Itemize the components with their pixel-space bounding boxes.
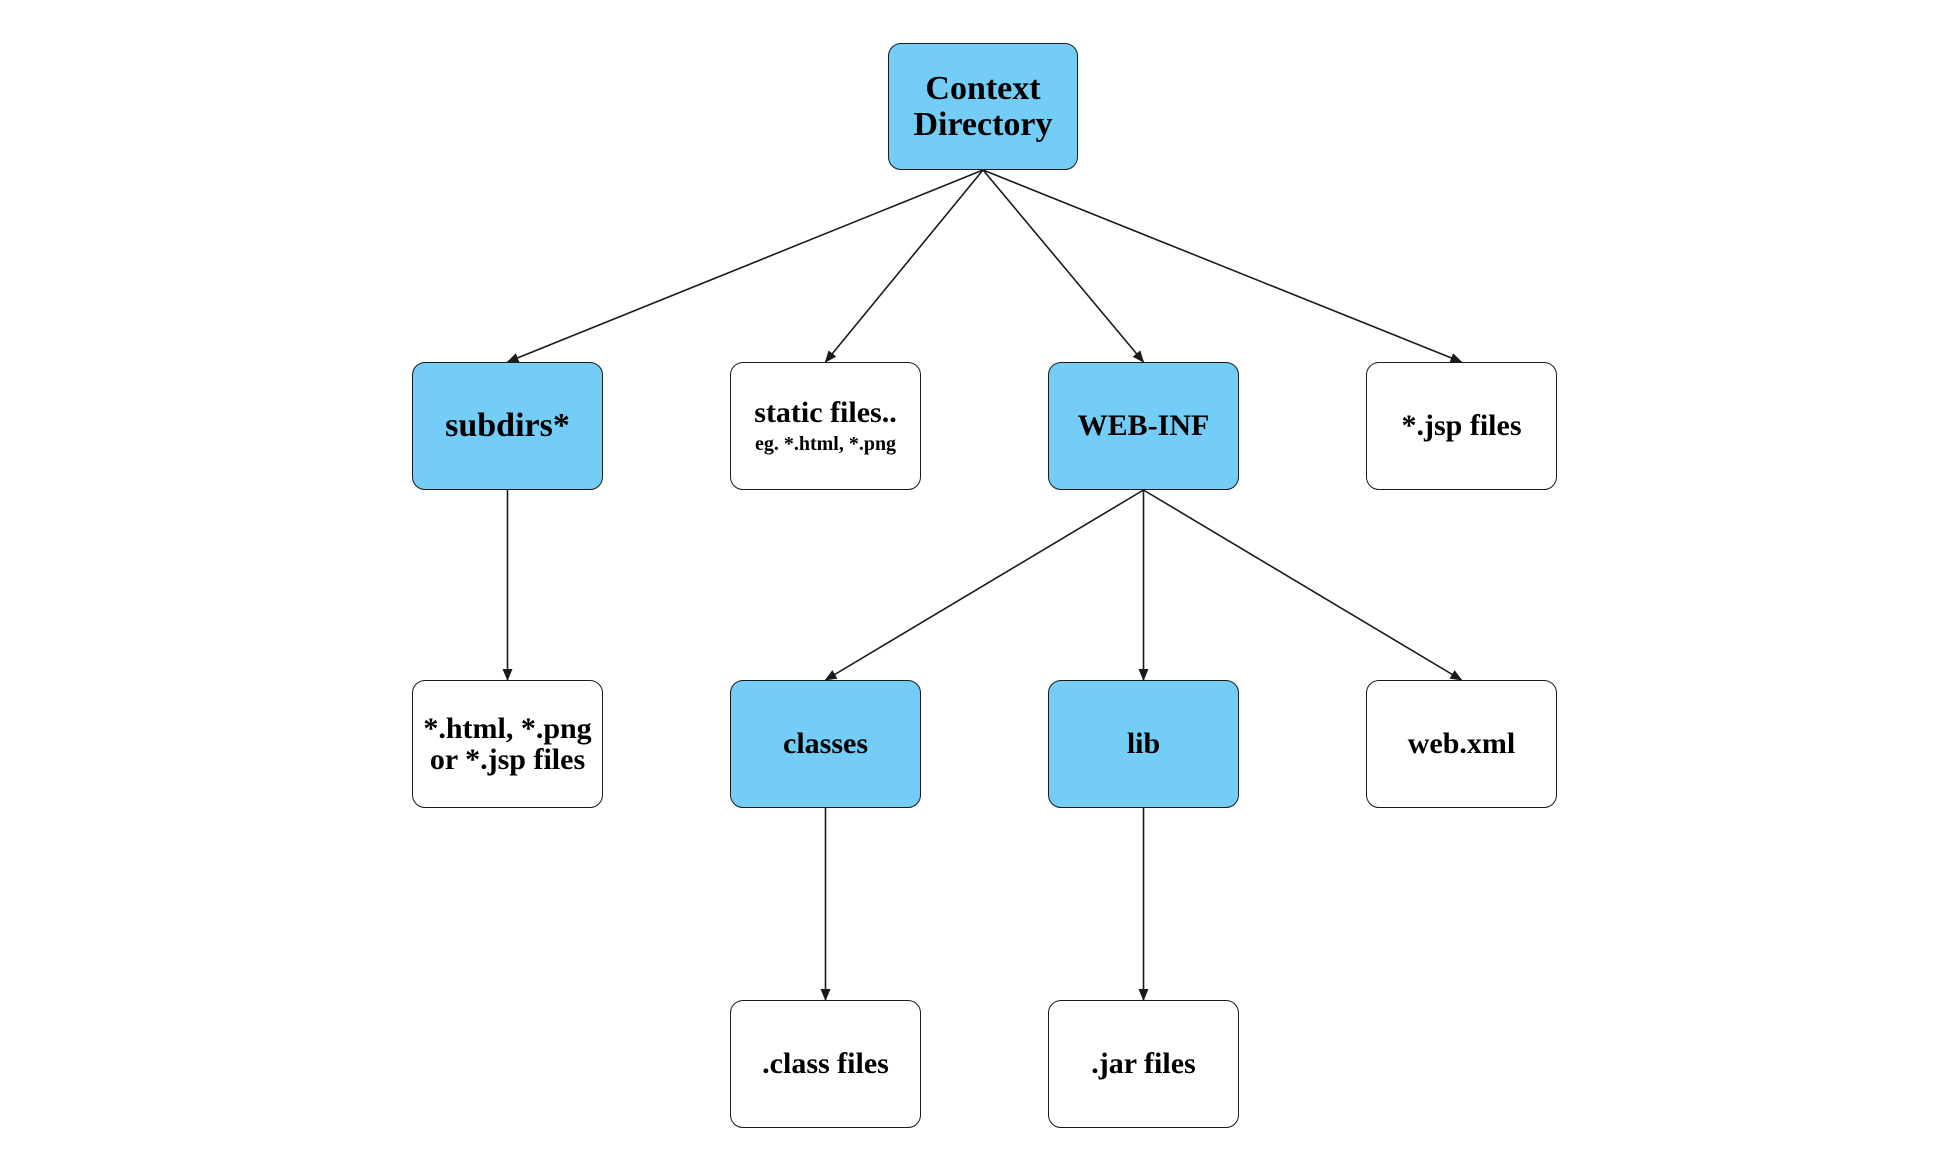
node-label: lib [1126,727,1161,761]
arrow-context-to-web-inf [982,169,1145,363]
node-label: .class files [762,1047,889,1081]
jsp-files-node: *.jsp files [1366,362,1557,490]
arrow-context-to-subdirs [506,169,984,363]
node-label: or *.jsp files [429,743,586,776]
context-directory-node: Context Directory [888,43,1078,170]
node-label: classes [783,727,868,761]
jar-files-node: .jar files [1048,1000,1239,1128]
arrow-context-to-jsp-files [982,169,1463,363]
node-label: *.html, *.png [423,711,592,745]
class-files-node: .class files [730,1000,921,1128]
subdirs-node: subdirs* [412,362,603,490]
node-label: subdirs* [445,407,570,445]
subdir-files-node: *.html, *.png or *.jsp files [412,680,603,808]
web-inf-node: WEB-INF [1048,362,1239,490]
node-sublabel: eg. *.html, *.png [754,433,897,456]
node-label: web.xml [1407,727,1516,761]
node-label: static files.. [754,395,897,429]
arrow-web-inf-to-classes [824,489,1144,681]
arrow-web-inf-to-web-xml [1143,489,1463,681]
node-label: Directory [913,105,1053,143]
node-label: WEB-INF [1077,409,1210,443]
node-label: *.jsp files [1401,409,1522,443]
arrow-context-to-static-files [824,169,984,363]
node-label: .jar files [1091,1047,1196,1081]
static-files-node: static files.. eg. *.html, *.png [730,362,921,490]
web-xml-node: web.xml [1366,680,1557,808]
classes-node: classes [730,680,921,808]
node-label: Context [925,69,1041,107]
lib-node: lib [1048,680,1239,808]
